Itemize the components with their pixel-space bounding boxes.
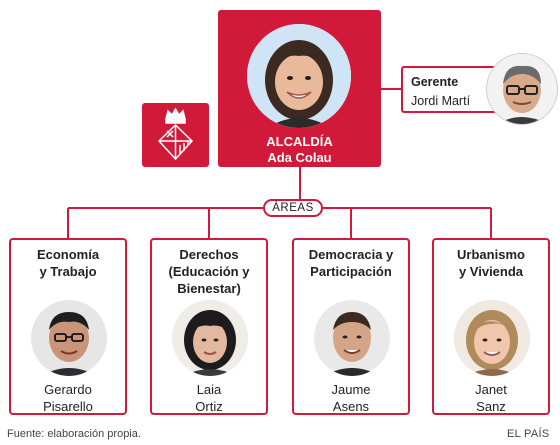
area-title-line: (Educación y: [168, 264, 250, 279]
area-title-line: Derechos: [179, 247, 239, 262]
mayor-name: Ada Colau: [267, 150, 332, 165]
person-portrait-icon: [172, 300, 248, 376]
area-person-name: Jaume Asens: [294, 381, 408, 415]
person-name-line: Sanz: [476, 399, 506, 414]
area-person-name: Laia Ortiz: [152, 381, 266, 415]
publisher-credit: EL PAÍS: [507, 428, 550, 440]
area-title-line: Urbanismo: [457, 247, 525, 262]
manager-role: Gerente: [411, 75, 459, 89]
area-person-name: Gerardo Pisarello: [11, 381, 125, 415]
area-title-line: Democracia y: [308, 247, 394, 262]
source-note: Fuente: elaboración propia.: [7, 428, 141, 440]
person-name-line: Laia: [196, 382, 222, 397]
barcelona-coat-of-arms-icon: [157, 107, 194, 161]
person-photo: [314, 300, 390, 376]
mayor-photo: [247, 24, 351, 128]
person-portrait-icon: [247, 24, 351, 128]
city-logo: [142, 103, 209, 167]
area-title: Economía y Trabajo: [11, 246, 125, 280]
manager-box: Gerente Jordi Martí: [401, 66, 497, 113]
area-title-line: Economía: [36, 247, 100, 262]
areas-label: ÁREAS: [263, 199, 323, 217]
person-photo: [31, 300, 107, 376]
person-photo: [172, 300, 248, 376]
person-name-line: Asens: [332, 399, 370, 414]
person-name-line: Gerardo: [44, 382, 92, 397]
area-title-line: y Trabajo: [39, 264, 97, 279]
area-title: Urbanismo y Vivienda: [434, 246, 548, 280]
area-title: Democracia y Participación: [294, 246, 408, 280]
area-title-line: Bienestar): [177, 281, 241, 296]
area-card-democracia: Democracia y Participación Jaume Asens: [292, 238, 410, 415]
person-photo: [454, 300, 530, 376]
area-card-derechos: Derechos (Educación y Bienestar) Laia Or…: [150, 238, 268, 415]
person-name-line: Janet: [475, 382, 507, 397]
person-portrait-icon: [31, 300, 107, 376]
person-portrait-icon: [487, 54, 557, 124]
manager-photo: [487, 54, 557, 124]
person-name-line: Ortiz: [195, 399, 223, 414]
area-title-line: Participación: [310, 264, 392, 279]
area-card-urbanismo: Urbanismo y Vivienda Janet Sanz: [432, 238, 550, 415]
area-person-name: Janet Sanz: [434, 381, 548, 415]
area-title: Derechos (Educación y Bienestar): [152, 246, 266, 297]
person-name-line: Jaume: [331, 382, 371, 397]
mayor-box: ALCALDÍA Ada Colau: [218, 10, 381, 167]
person-name-line: Pisarello: [43, 399, 93, 414]
person-portrait-icon: [454, 300, 530, 376]
mayor-title: ALCALDÍA: [266, 134, 333, 149]
person-portrait-icon: [314, 300, 390, 376]
area-card-economia: Economía y Trabajo Gerardo Pisarello: [9, 238, 127, 415]
area-title-line: y Vivienda: [458, 264, 524, 279]
manager-name: Jordi Martí: [411, 94, 471, 108]
